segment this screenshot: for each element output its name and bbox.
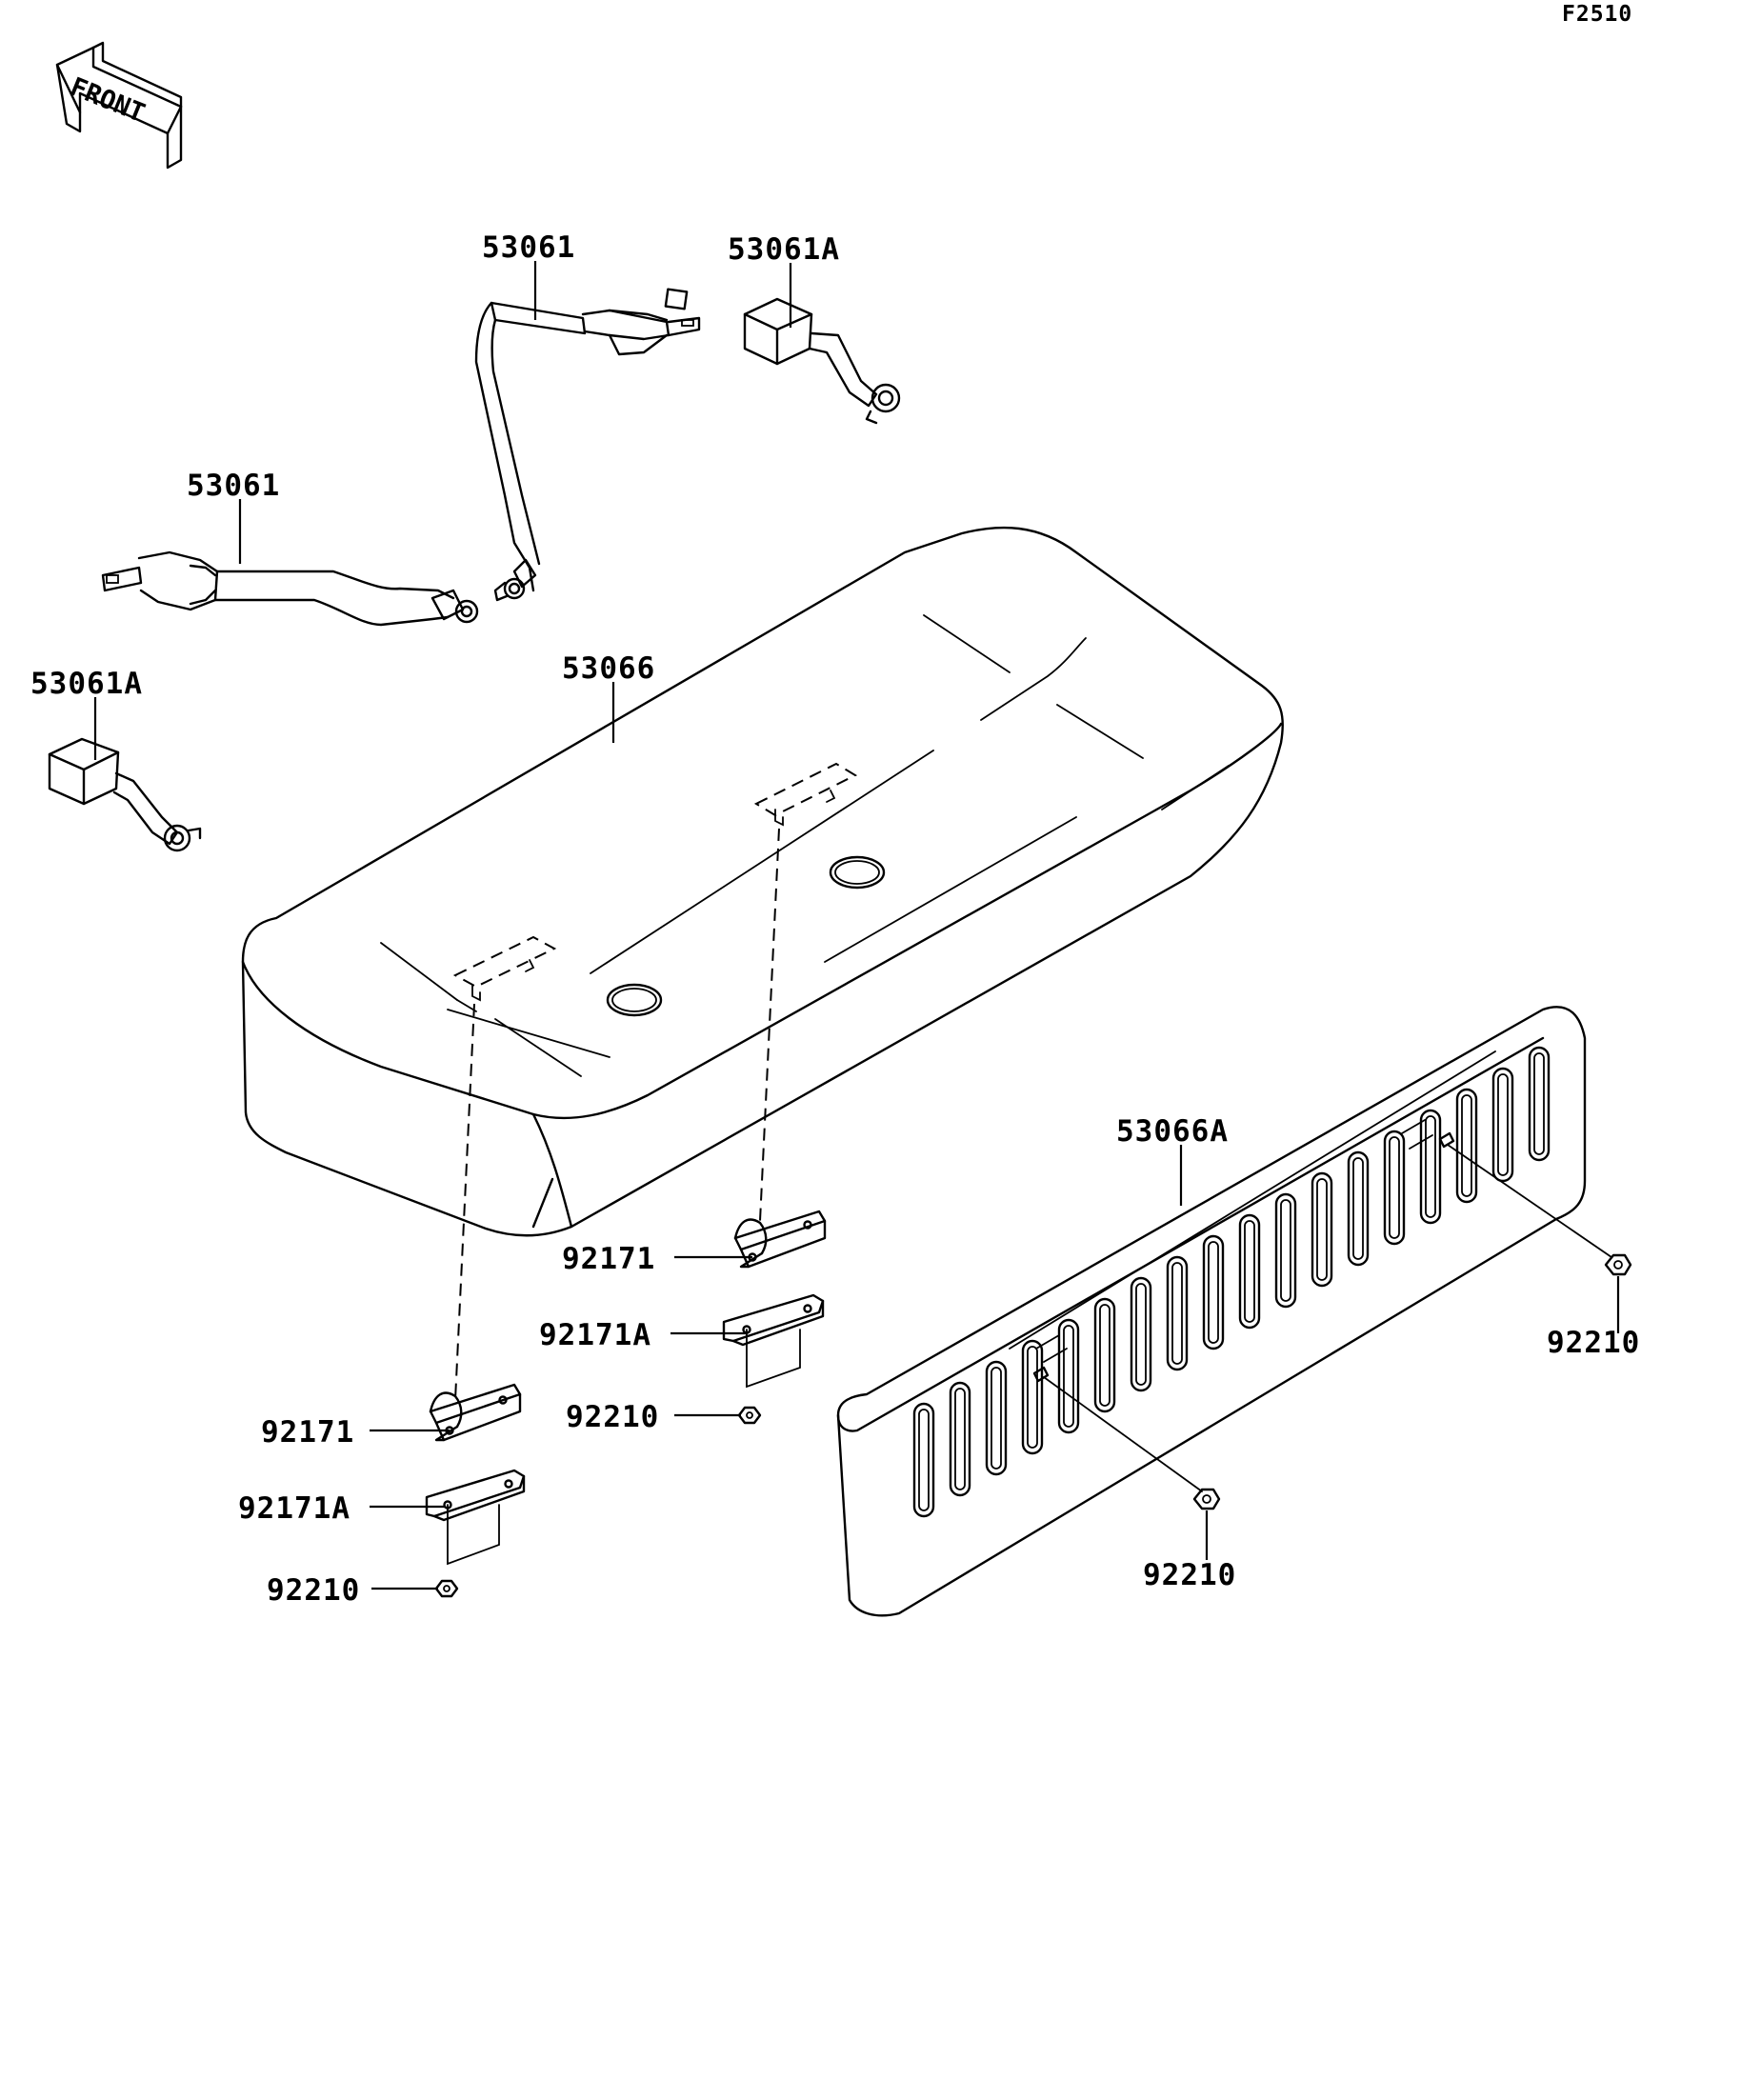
seat-cushion <box>241 526 1284 1237</box>
callout-53061-upper: 53061 <box>482 230 575 265</box>
vent-slot-inner <box>1533 1052 1545 1155</box>
vent-slot-inner <box>1352 1157 1364 1260</box>
vent-slot <box>1311 1171 1333 1288</box>
callout-92171A-right: 92171A <box>539 1318 651 1352</box>
bracket-plate-right <box>722 1293 825 1389</box>
install-line-back-right <box>1447 1144 1612 1258</box>
install-line-left <box>454 1003 475 1401</box>
vent-slot <box>1491 1067 1514 1183</box>
nut-bracket-right <box>737 1406 762 1425</box>
callout-53061-left: 53061 <box>187 469 280 503</box>
vent-slot-inner <box>954 1388 966 1490</box>
bracket-left <box>429 1383 522 1442</box>
vent-slot <box>1202 1234 1225 1350</box>
buckle-upper <box>743 297 901 425</box>
vent-slot-inner <box>1316 1178 1328 1281</box>
vent-slot <box>1419 1109 1442 1225</box>
vent-slot-inner <box>1280 1199 1291 1302</box>
vent-slot <box>1274 1192 1297 1309</box>
vent-slot-inner <box>1027 1346 1038 1449</box>
nut-back-center <box>1192 1488 1221 1510</box>
vent-slot <box>985 1360 1008 1476</box>
buckle-left <box>48 737 202 852</box>
vent-slot-inner <box>1425 1115 1436 1218</box>
vent-slot-inner <box>1208 1241 1219 1344</box>
vent-slot-inner <box>1497 1073 1509 1176</box>
seat-belt-left <box>101 550 479 627</box>
vent-slot-inner <box>1063 1325 1074 1428</box>
callout-53066: 53066 <box>562 651 655 686</box>
vent-slot <box>1166 1255 1189 1371</box>
callout-92210-right: 92210 <box>566 1400 659 1434</box>
callout-53061A-upper: 53061A <box>728 232 840 267</box>
vent-slot <box>1455 1088 1478 1204</box>
vent-slot-inner <box>1171 1262 1183 1365</box>
seat-back <box>836 1006 1587 1617</box>
vent-slot <box>1021 1339 1044 1455</box>
vent-slot-inner <box>1461 1094 1472 1197</box>
callout-53066A: 53066A <box>1116 1114 1229 1149</box>
vent-slot <box>1130 1276 1152 1392</box>
callout-92171-right: 92171 <box>562 1242 655 1276</box>
vent-slot <box>1238 1213 1261 1330</box>
install-line-right <box>759 828 780 1222</box>
vent-slot <box>912 1402 935 1518</box>
vent-slot-inner <box>1389 1136 1400 1239</box>
vent-slot-inner <box>1135 1283 1147 1386</box>
nut-bracket-left <box>434 1579 459 1598</box>
vent-slot-inner <box>918 1409 930 1511</box>
callout-92171A-left: 92171A <box>238 1491 350 1526</box>
vent-slot-inner <box>991 1367 1002 1470</box>
callout-53061A-left: 53061A <box>30 667 143 701</box>
seat-belt-upper <box>474 288 701 602</box>
bracket-plate-left <box>425 1469 526 1566</box>
front-arrow-icon: FRONT <box>55 41 183 170</box>
callout-92210-back-center: 92210 <box>1143 1558 1236 1592</box>
vent-slot <box>1057 1318 1080 1434</box>
bracket-right <box>733 1210 827 1269</box>
vent-slots <box>912 1046 1551 1518</box>
vent-slot <box>1383 1130 1406 1246</box>
callout-92171-left: 92171 <box>261 1415 354 1450</box>
callout-92210-left: 92210 <box>267 1573 360 1608</box>
vent-slot <box>1093 1297 1116 1413</box>
vent-slot <box>1347 1150 1370 1267</box>
vent-slot <box>949 1381 971 1497</box>
install-line-back-center <box>1043 1376 1203 1492</box>
vent-slot-inner <box>1099 1304 1111 1407</box>
vent-slot-inner <box>1244 1220 1255 1323</box>
callout-92210-back-right: 92210 <box>1547 1326 1640 1360</box>
figure-code: F2510 <box>1562 2 1632 27</box>
vent-slot <box>1528 1046 1551 1162</box>
nut-back-right <box>1604 1253 1632 1276</box>
